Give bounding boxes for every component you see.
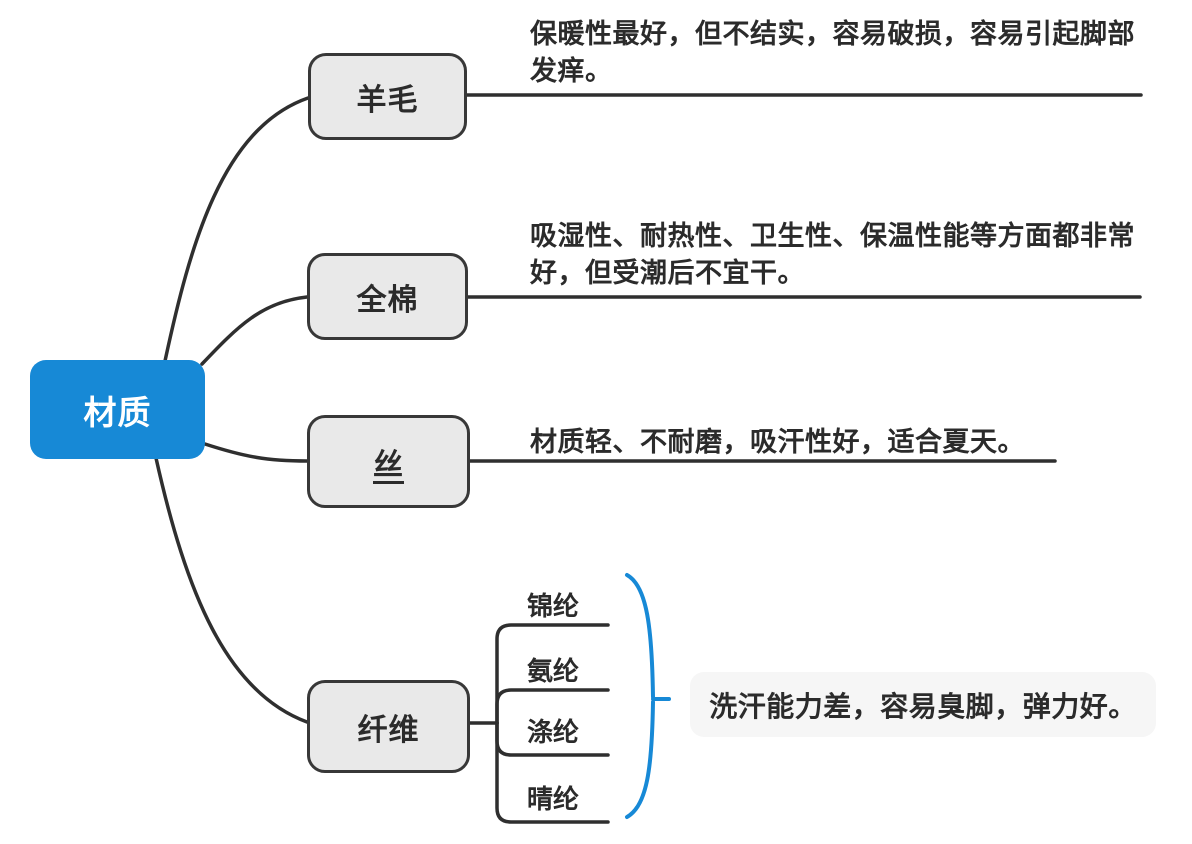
fiber-child-qinglun[interactable]: 晴纶 bbox=[526, 784, 579, 814]
connector-root-cotton bbox=[200, 295, 309, 366]
summary-brace bbox=[625, 573, 671, 819]
connector-fiber-child-2 bbox=[495, 688, 610, 725]
connector-root-fiber bbox=[154, 456, 309, 724]
topic-cotton[interactable]: 全棉 bbox=[307, 253, 468, 340]
connector-fiber-child-1 bbox=[495, 623, 610, 725]
fiber-summary-text: 洗汗能力差，容易臭脚，弹力好。 bbox=[709, 690, 1137, 722]
root-topic-label: 材质 bbox=[83, 393, 152, 431]
topic-silk[interactable]: 丝 bbox=[307, 415, 470, 508]
fiber-child-anlun[interactable]: 氨纶 bbox=[526, 656, 579, 686]
desc-silk[interactable]: 材质轻、不耐磨，吸汗性好，适合夏天。 bbox=[530, 427, 1025, 457]
topic-wool[interactable]: 羊毛 bbox=[308, 53, 467, 140]
desc-cotton[interactable]: 吸湿性、耐热性、卫生性、保温性能等方面都非常好，但受潮后不宜干。 bbox=[530, 221, 1135, 288]
root-topic[interactable]: 材质 bbox=[30, 360, 205, 459]
connector-root-silk bbox=[203, 442, 309, 463]
topic-silk-label: 丝 bbox=[373, 448, 404, 482]
topic-fiber-label: 纤维 bbox=[357, 713, 420, 747]
topic-cotton-label: 全棉 bbox=[356, 283, 419, 317]
desc-wool[interactable]: 保暖性最好，但不结实，容易破损，容易引起脚部发痒。 bbox=[530, 19, 1135, 86]
fiber-summary[interactable]: 洗汗能力差，容易臭脚，弹力好。 bbox=[690, 672, 1156, 737]
connector-fiber-child-4 bbox=[495, 721, 610, 824]
fiber-child-dilun[interactable]: 涤纶 bbox=[526, 717, 579, 747]
topic-wool-label: 羊毛 bbox=[356, 83, 419, 117]
topic-fiber[interactable]: 纤维 bbox=[307, 680, 470, 773]
connector-root-wool bbox=[163, 96, 310, 363]
fiber-child-jinlun[interactable]: 锦纶 bbox=[526, 591, 579, 621]
